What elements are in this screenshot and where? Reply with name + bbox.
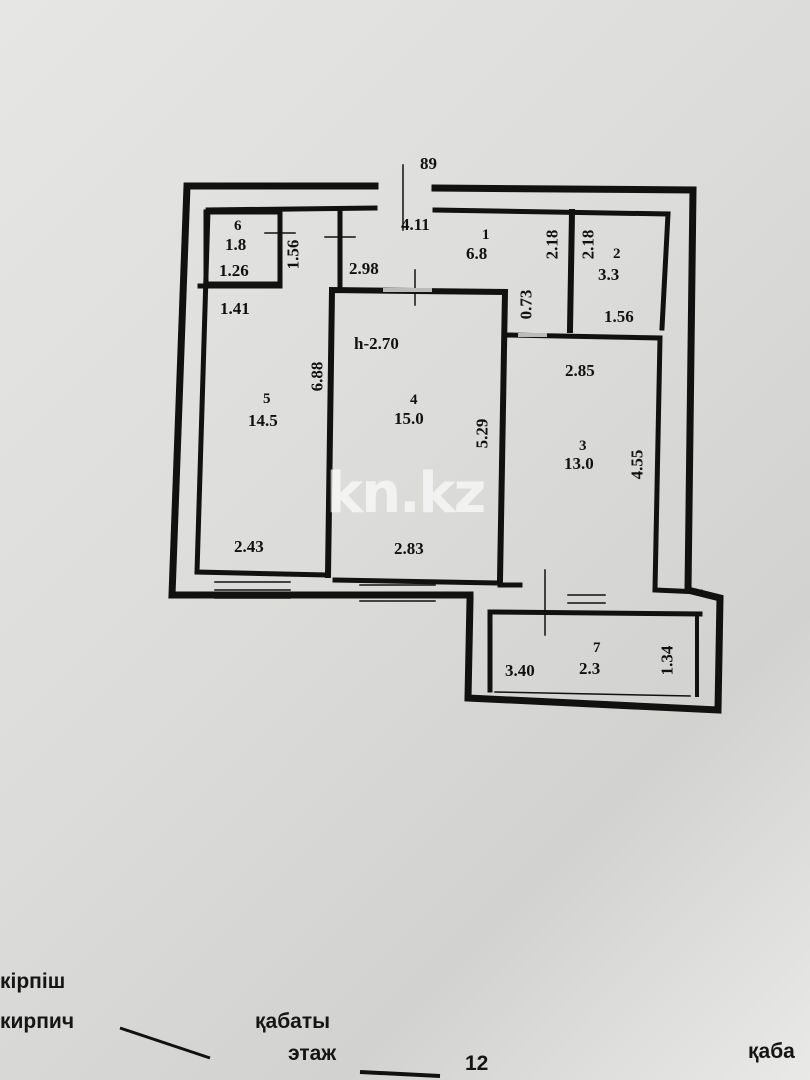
room-5-area: 14.5	[248, 411, 278, 430]
passage-dim: 0.73	[516, 289, 536, 320]
room-1-number: 1	[482, 227, 490, 243]
room-3-dim: 4.55	[627, 449, 647, 480]
room-6-dim: 1.26	[219, 261, 249, 280]
room-1-dim: 2.18	[542, 229, 562, 260]
room-7-dim: 1.34	[657, 645, 677, 676]
room-5-dim: 6.88	[307, 361, 327, 392]
material-kz: кірпіш	[0, 970, 66, 993]
room-6-dim: 1.56	[283, 239, 303, 270]
room-7-number: 7	[593, 640, 601, 656]
material-ru: кирпич	[0, 1010, 75, 1033]
room-2-area: 3.3	[598, 265, 620, 284]
floor-label-ru: этаж	[288, 1042, 337, 1065]
room-4-dim: 5.29	[472, 418, 492, 449]
room-7-dim: 3.40	[505, 661, 535, 680]
top-dimension: 89	[420, 154, 437, 173]
room-7-area: 2.3	[579, 659, 601, 678]
floor-value: 12	[465, 1052, 489, 1075]
floor-label-kz-cut: қаба	[748, 1040, 795, 1063]
room-3-dim: 2.85	[565, 361, 595, 380]
room-2-dim: 2.18	[578, 229, 598, 260]
room-3-number: 3	[579, 438, 587, 454]
room-1-dim: 2.98	[349, 259, 379, 278]
watermark-logo: kn.kz	[326, 461, 486, 526]
room-1-dim: 4.11	[401, 215, 430, 234]
room-2-number: 2	[613, 246, 621, 262]
room-3-area: 13.0	[564, 454, 594, 473]
room-4-dim: 2.83	[394, 539, 424, 558]
room-6-area: 1.8	[225, 235, 247, 254]
room-4-number: 4	[410, 392, 418, 408]
room-1-area: 6.8	[466, 244, 488, 263]
room-5-dim: 2.43	[234, 537, 264, 556]
room-5-number: 5	[263, 391, 271, 407]
floor-label-kz: қабаты	[255, 1010, 331, 1033]
room-6-number: 6	[234, 218, 242, 234]
ceiling-height: h-2.70	[354, 334, 399, 353]
room-4-area: 15.0	[394, 409, 424, 428]
room-5-dim: 1.41	[220, 299, 250, 318]
room-2-dim: 1.56	[604, 307, 634, 326]
